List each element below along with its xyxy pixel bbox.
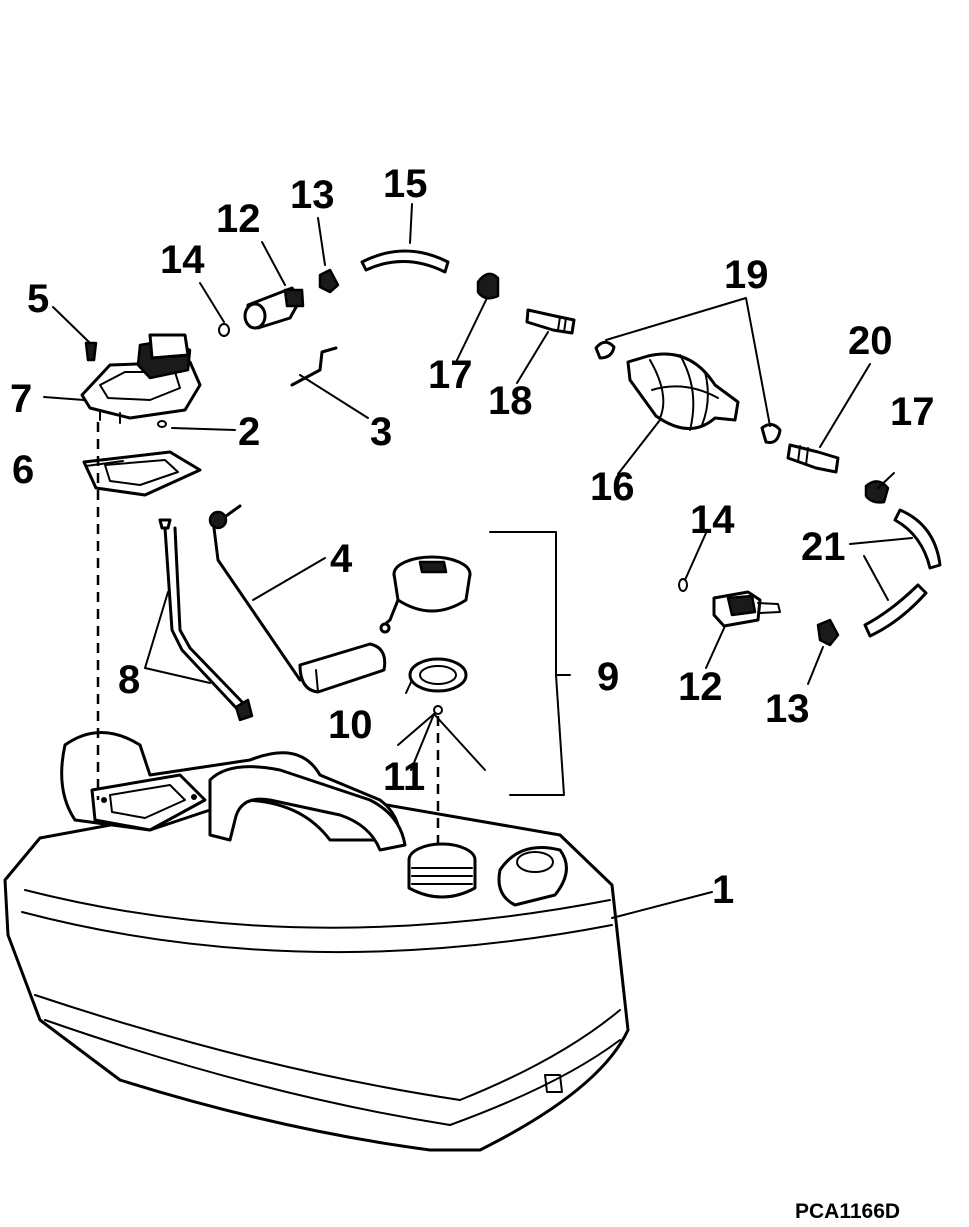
callout-21: 21 (801, 525, 846, 569)
callout-18: 18 (488, 379, 533, 423)
callout-14a: 14 (160, 238, 205, 282)
gasket (82, 450, 202, 497)
callout-4: 4 (330, 537, 353, 581)
seal-lower (678, 578, 688, 592)
clamp-19-left (594, 340, 616, 360)
callout-3: 3 (370, 410, 392, 454)
connector-upper (243, 286, 305, 330)
clamp-lower (864, 480, 890, 504)
screw (84, 341, 98, 362)
callout-8: 8 (118, 658, 140, 702)
hose-lower (863, 508, 942, 638)
clip-lower (816, 618, 840, 647)
callout-2: 2 (238, 410, 260, 454)
callout-16: 16 (590, 465, 635, 509)
fuel-gauge-float (208, 504, 387, 694)
callout-9: 9 (597, 655, 619, 699)
callout-12b: 12 (678, 665, 723, 709)
callout-17b: 17 (890, 390, 935, 434)
callout-1: 1 (712, 868, 734, 912)
callout-13b: 13 (765, 687, 810, 731)
callout-12a: 12 (216, 197, 261, 241)
callout-6: 6 (12, 448, 34, 492)
callout-10: 10 (328, 703, 373, 747)
primer-bulb (626, 352, 740, 431)
clamp-19-right (760, 423, 782, 444)
cap-gasket (408, 657, 468, 693)
callout-11: 11 (383, 755, 425, 799)
seal-upper (218, 323, 230, 337)
fuel-tank (3, 731, 630, 1152)
callout-15: 15 (383, 162, 428, 206)
callout-14b: 14 (690, 498, 735, 542)
small-cap-seal (433, 705, 443, 715)
leader-lines (43, 203, 913, 919)
callout-5: 5 (27, 277, 49, 321)
connector-lower (712, 590, 781, 628)
pickup-tube (158, 518, 254, 722)
clip-upper (318, 268, 340, 294)
bracket (290, 346, 338, 387)
callout-17a: 17 (428, 353, 473, 397)
fuel-cap (379, 555, 472, 634)
drawing-code: PCA1166D (795, 1200, 900, 1223)
fitting-20 (786, 443, 840, 474)
hose-upper (360, 249, 450, 274)
callout-7: 7 (10, 377, 32, 421)
small-o-ring (157, 420, 167, 428)
callout-20: 20 (848, 319, 893, 363)
pickup-base (80, 333, 202, 424)
clamp-upper (476, 272, 500, 300)
callout-13a: 13 (290, 173, 335, 217)
hose-barb-fitting (525, 308, 576, 335)
callout-19: 19 (724, 253, 769, 297)
